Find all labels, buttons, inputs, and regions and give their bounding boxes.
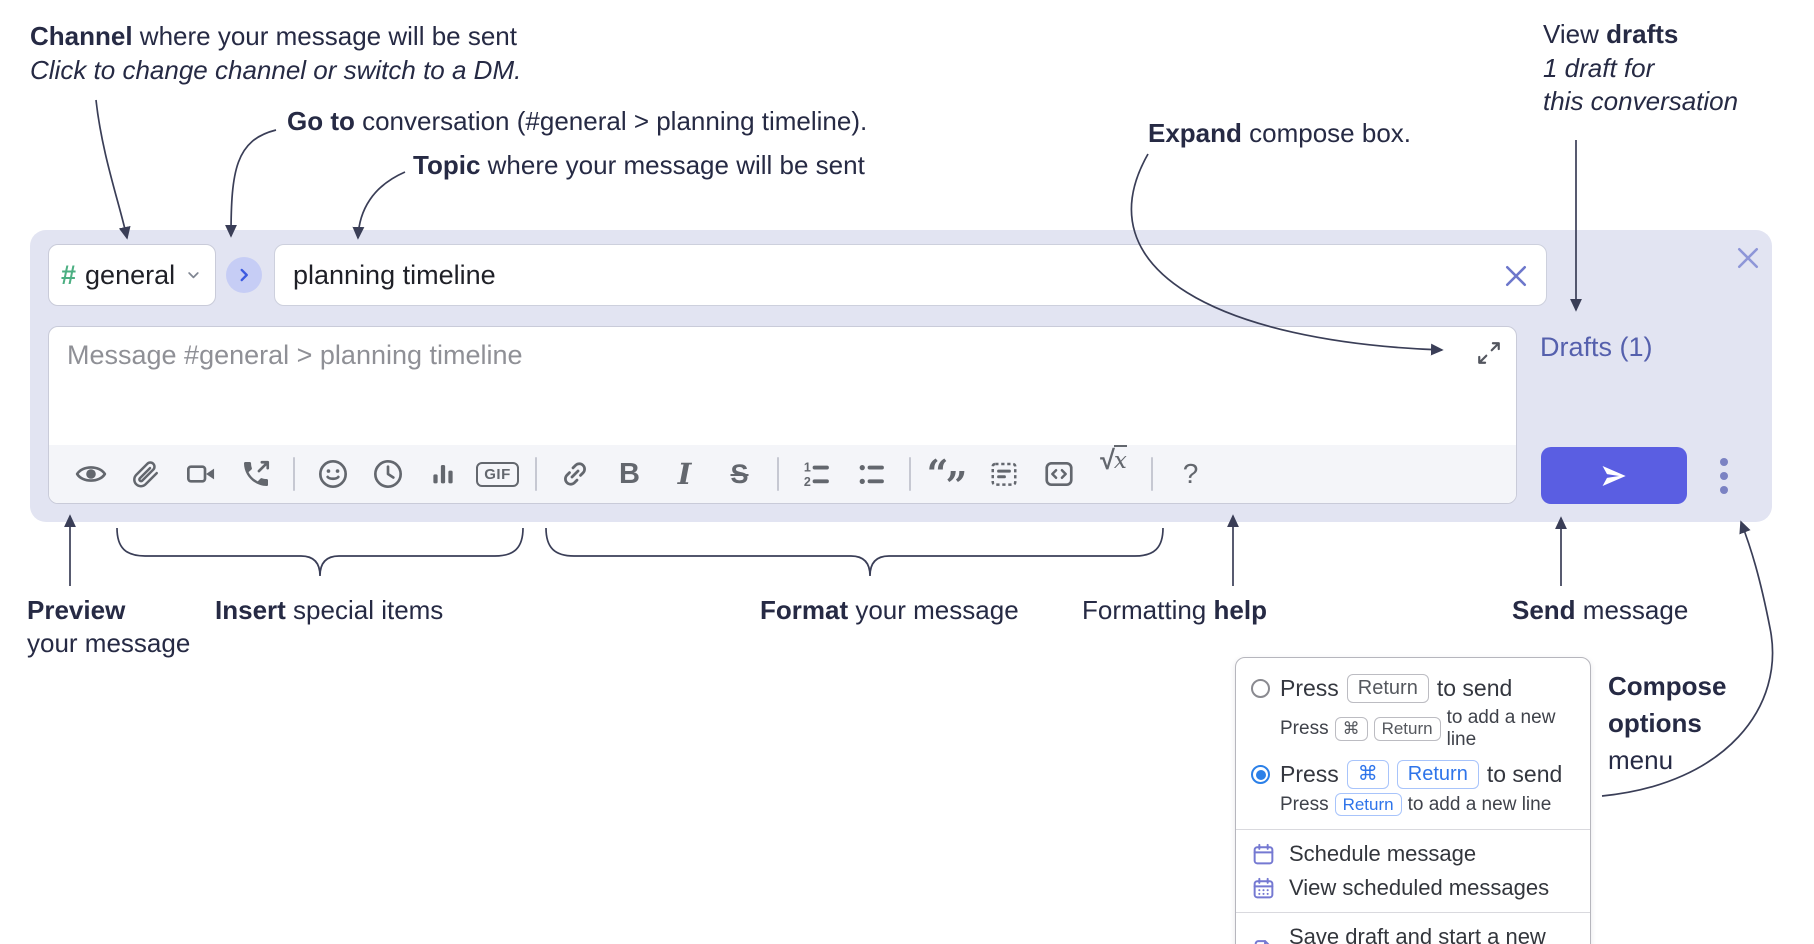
chevron-down-icon <box>188 272 199 279</box>
close-compose-icon[interactable] <box>1734 244 1762 272</box>
channel-selector[interactable]: # general <box>48 244 216 306</box>
voice-call-icon[interactable] <box>228 445 283 503</box>
popup-divider <box>1236 829 1590 831</box>
view-drafts-annotation-line2: 1 draft for <box>1543 53 1655 83</box>
option-text: Press <box>1280 761 1339 787</box>
quote-icon[interactable]: “” <box>921 445 976 508</box>
return-key: Return <box>1396 760 1479 789</box>
option-return-to-send[interactable]: Press Return to send <box>1236 671 1590 706</box>
quote-open: “ <box>926 451 949 496</box>
bulleted-list-icon[interactable] <box>844 445 899 503</box>
expand-compose-icon[interactable] <box>1476 340 1502 366</box>
toolbar-divider <box>293 457 295 491</box>
channel-annotation-sub: Click to change channel or switch to a D… <box>30 55 522 85</box>
option-text: to send <box>1486 761 1563 787</box>
preview-annotation-line2: your message <box>27 628 191 658</box>
cmd-key: ⌘ <box>1346 760 1389 789</box>
svg-text:1: 1 <box>803 461 810 475</box>
channel-name: general <box>85 259 176 290</box>
message-placeholder: Message #general > planning timeline <box>67 340 523 370</box>
insert-brace <box>116 527 524 577</box>
quote-close: ” <box>945 463 968 508</box>
send-button[interactable] <box>1541 447 1687 504</box>
menu-item-schedule-message[interactable]: Schedule message <box>1236 837 1590 871</box>
compose-box: # general planning timeline <box>30 230 1772 522</box>
compose-toolbar: GIF B I S <box>49 445 1516 508</box>
spoiler-icon[interactable] <box>976 445 1031 503</box>
expand-annotation: Expand compose box. <box>1148 118 1412 148</box>
toolbar-divider <box>909 457 911 491</box>
channel-arrow <box>95 99 131 240</box>
chevron-right-icon <box>240 268 248 282</box>
menu-item-label: View scheduled messages <box>1289 875 1550 901</box>
send-annotation: Send message <box>1512 595 1689 625</box>
send-plane-icon <box>1602 465 1626 486</box>
return-key: Return <box>1373 717 1441 741</box>
format-brace <box>545 527 1164 577</box>
math-x-glyph: x <box>1113 445 1127 474</box>
video-call-icon[interactable] <box>173 445 228 503</box>
italic-icon[interactable]: I <box>677 457 692 491</box>
compose-options-ellipsis-icon[interactable] <box>1718 456 1730 496</box>
topic-value: planning timeline <box>293 259 496 290</box>
return-key: Return <box>1346 674 1429 703</box>
attach-file-icon[interactable] <box>118 445 173 503</box>
view-drafts-annotation: View drafts <box>1543 19 1679 49</box>
popup-divider <box>1236 912 1590 914</box>
message-box[interactable]: Message #general > planning timeline <box>48 326 1517 508</box>
go-to-conversation-button[interactable] <box>226 257 262 293</box>
gif-icon[interactable]: GIF <box>470 445 525 503</box>
option-text: to send <box>1436 675 1513 701</box>
gif-label: GIF <box>476 461 519 487</box>
strikethrough-icon[interactable]: S <box>730 458 749 489</box>
message-formatting-help-icon[interactable]: ? <box>1182 458 1199 489</box>
numbered-list-icon[interactable]: 1 2 <box>789 445 844 503</box>
insert-annotation: Insert special items <box>215 595 444 625</box>
compose-options-annotation: Compose options menu <box>1608 671 1727 775</box>
goto-arrow <box>225 129 277 238</box>
return-key: Return <box>1334 793 1402 817</box>
draft-check-icon <box>1254 939 1270 944</box>
time-icon[interactable] <box>360 445 415 503</box>
drafts-link[interactable]: Drafts (1) <box>1540 332 1653 362</box>
menu-item-label: Schedule message <box>1289 841 1477 867</box>
preview-icon[interactable] <box>63 445 118 503</box>
formatting-help-annotation: Formatting help <box>1082 595 1267 625</box>
toolbar-divider <box>535 457 537 491</box>
calendar-icon <box>1253 843 1274 865</box>
topic-annotation: Topic where your message will be sent <box>413 150 865 180</box>
format-annotation: Format your message <box>760 595 1019 625</box>
topic-arrow <box>352 171 406 240</box>
poll-icon[interactable] <box>415 445 470 503</box>
radio-selected-icon[interactable] <box>1251 765 1270 784</box>
menu-item-label: Save draft and start a new message <box>1289 924 1546 944</box>
option-cmd-return-to-send[interactable]: Press ⌘Return to send <box>1236 757 1590 792</box>
topic-input[interactable]: planning timeline <box>274 244 1547 306</box>
channel-hash-icon: # <box>61 259 77 290</box>
radio-unselected-icon[interactable] <box>1251 679 1270 698</box>
goto-annotation: Go to conversation (#general > planning … <box>287 106 868 136</box>
code-icon[interactable] <box>1031 445 1086 503</box>
sqrt-glyph: √ <box>1100 445 1115 475</box>
math-icon[interactable]: √x <box>1086 445 1141 503</box>
emoji-icon[interactable] <box>305 445 360 503</box>
calendar-grid-icon <box>1253 877 1274 899</box>
view-drafts-annotation-line3: this conversation <box>1543 86 1739 116</box>
preview-annotation: Preview <box>27 595 126 625</box>
link-icon[interactable] <box>547 445 602 503</box>
menu-item-save-draft-new-message[interactable]: Save draft and start a new message <box>1236 920 1590 944</box>
toolbar-divider <box>777 457 779 491</box>
toolbar-divider <box>1151 457 1153 491</box>
bold-icon[interactable]: B <box>619 457 640 490</box>
svg-text:2: 2 <box>803 475 810 489</box>
topic-clear-icon[interactable] <box>1502 262 1530 290</box>
option-text: Press <box>1280 675 1339 701</box>
cmd-key: ⌘ <box>1334 717 1368 741</box>
menu-item-view-scheduled-messages[interactable]: View scheduled messages <box>1236 871 1590 905</box>
channel-annotation: Channel where your message will be sent <box>30 21 517 51</box>
